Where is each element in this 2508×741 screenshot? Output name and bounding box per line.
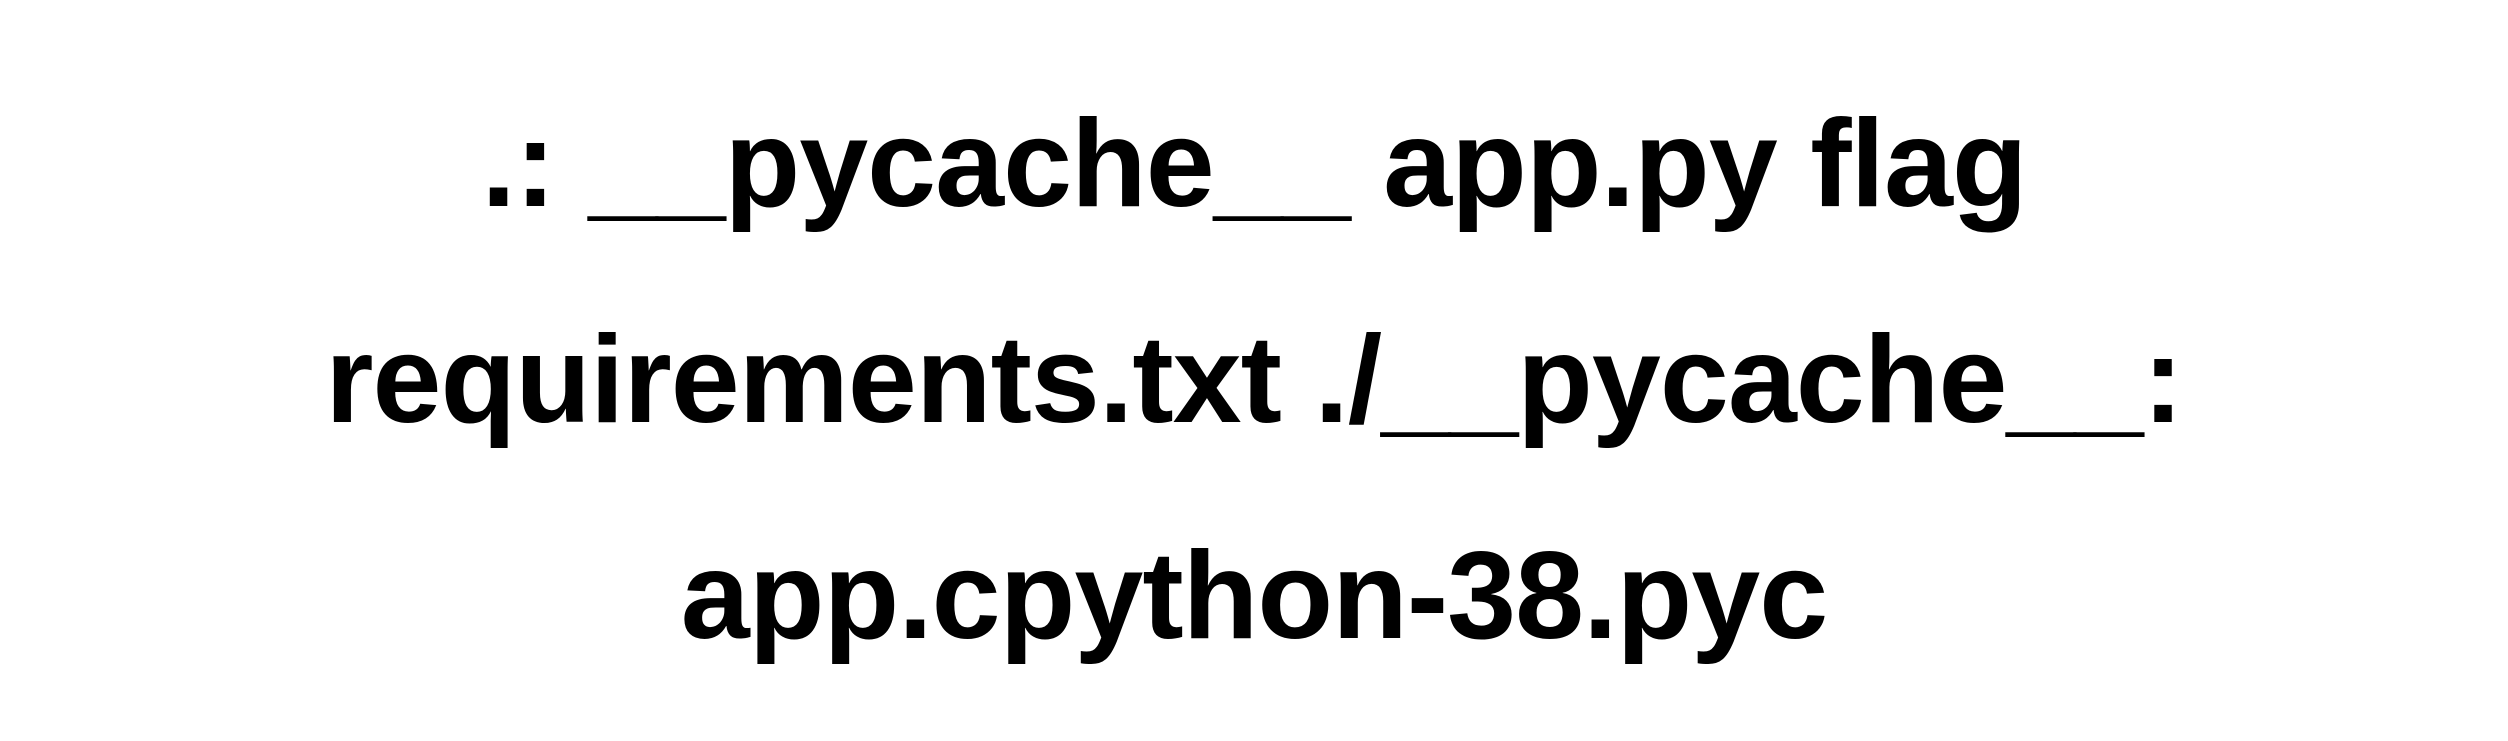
listing-line-2: requirements.txt ./__pycache__: <box>325 311 2183 449</box>
listing-line-3: app.cpython-38.pyc <box>680 527 1828 665</box>
directory-listing-output: .: __pycache__ app.py flag requirements.… <box>0 56 2508 704</box>
listing-line-1: .: __pycache__ app.py flag <box>481 95 2027 233</box>
